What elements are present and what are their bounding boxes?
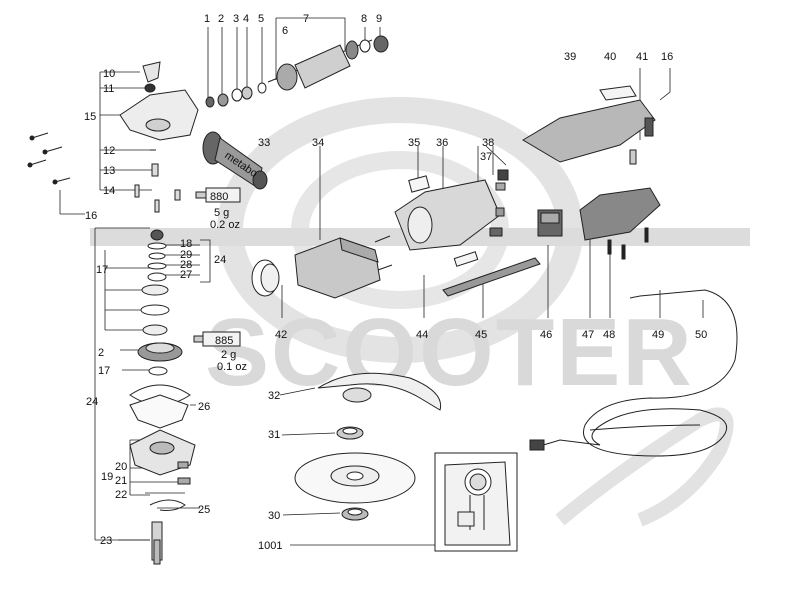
part-label: 1 (204, 13, 210, 25)
grease-tube-880-icon (195, 187, 241, 203)
motor-housing-icon (394, 179, 501, 251)
part-label: 26 (198, 401, 210, 413)
part-label: 5 (258, 13, 264, 25)
watermark-text: SCOOTER (205, 299, 694, 406)
part-label: 24 (214, 254, 226, 266)
housing-assembly (251, 169, 563, 299)
part-label: 29 (180, 249, 192, 261)
screw-set-icon (27, 132, 71, 185)
part-label: 21 (115, 475, 127, 487)
armature-assembly (205, 35, 389, 108)
tube-885-imperial: 0.1 oz (217, 361, 247, 373)
grease-tube-labels: 880 5 g 0.2 oz 885 2 g 0.1 oz (210, 191, 247, 373)
part-label: 12 (103, 145, 115, 157)
disc-assembly (294, 372, 442, 521)
part-label: 37 (480, 151, 492, 163)
part-label: 49 (652, 329, 664, 341)
power-cable-icon (529, 289, 738, 457)
part-label: 13 (103, 165, 115, 177)
part-label: 34 (312, 137, 324, 149)
part-label: 31 (268, 429, 280, 441)
part-label: 41 (636, 51, 648, 63)
part-label: 36 (436, 137, 448, 149)
part-label: 24 (86, 396, 98, 408)
part-label: 45 (475, 329, 487, 341)
part-label: 38 (482, 137, 494, 149)
part-number-labels: 1 2 3 4 5 6 7 8 9 10 11 12 13 14 15 16 1… (84, 13, 707, 552)
part-label: 1001 (258, 540, 282, 552)
part-label: 39 (564, 51, 576, 63)
part-label: 17 (98, 365, 110, 377)
part-label: 10 (103, 68, 115, 80)
part-label: 32 (268, 390, 280, 402)
part-label: 28 (180, 259, 192, 271)
part-label: 48 (603, 329, 615, 341)
part-label: 3 (233, 13, 239, 25)
tube-880-amount: 5 g (214, 207, 229, 219)
part-label: 47 (582, 329, 594, 341)
part-label: 9 (376, 13, 382, 25)
part-label: 20 (115, 461, 127, 473)
tube-885-amount: 2 g (221, 349, 236, 361)
part-label: 19 (101, 471, 113, 483)
part-label: 17 (96, 264, 108, 276)
part-label: 16 (661, 51, 673, 63)
part-label: 22 (115, 489, 127, 501)
wheel-guard-icon (317, 372, 442, 411)
part-label: 8 (361, 13, 367, 25)
part-label: 50 (695, 329, 707, 341)
part-label: 42 (275, 329, 287, 341)
part-label: 27 (180, 269, 192, 281)
part-label: 23 (100, 535, 112, 547)
part-label: 16 (85, 210, 97, 222)
part-label: 4 (243, 13, 249, 25)
part-label: 44 (416, 329, 428, 341)
part-label: 11 (103, 83, 114, 95)
part-label: 33 (258, 137, 270, 149)
part-label: 6 (282, 25, 288, 37)
tube-880-imperial: 0.2 oz (210, 219, 240, 231)
part-label: 40 (604, 51, 616, 63)
leader-lines (59, 17, 704, 546)
part-label: 14 (103, 185, 115, 197)
part-label: 7 (303, 13, 309, 25)
grease-tube-885-icon (193, 331, 241, 347)
armature-icon (267, 39, 373, 91)
part-label: 2 (218, 13, 224, 25)
part-label: 18 (180, 238, 192, 250)
part-label: 46 (540, 329, 552, 341)
part-label: 30 (268, 510, 280, 522)
part-label: 35 (408, 137, 420, 149)
inset-detail-1001 (434, 452, 518, 552)
tube-880-code: 880 (210, 191, 228, 203)
tube-885-code: 885 (215, 335, 233, 347)
rear-housing-assembly (522, 85, 738, 457)
watermark: SCOOTER (90, 97, 750, 527)
part-label: 15 (84, 111, 96, 123)
grinding-disc-icon (294, 452, 416, 504)
stator-icon (294, 235, 393, 299)
part-label: 2 (98, 347, 104, 359)
part-label: 25 (198, 504, 210, 516)
